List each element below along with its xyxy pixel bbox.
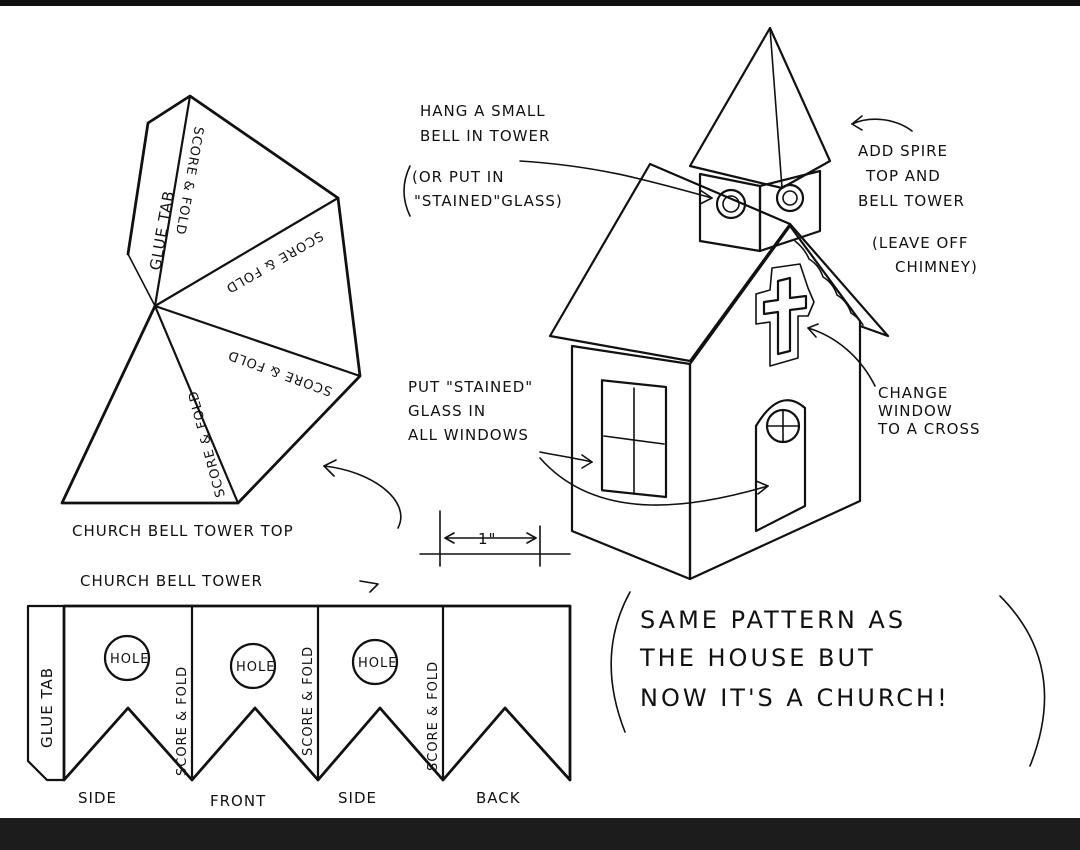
dimension-arrow-left (444, 532, 455, 544)
bell-tower-score-fold-1: SCORE & FOLD (175, 666, 190, 776)
spire-edge (769, 27, 783, 189)
note-paren-left (610, 591, 631, 733)
put-stained-line-3: ALL WINDOWS (408, 426, 529, 444)
hole-label-3: HOLE (358, 656, 397, 671)
viewer-bottom-bar (0, 818, 1080, 850)
tower-top-score-fold-3: SCORE & FOLD (226, 347, 335, 399)
note-line-3: NOW IT'S A CHURCH! (640, 684, 950, 712)
put-stained-arrow-2 (539, 457, 769, 506)
belfry-side (758, 169, 822, 253)
change-window-line-2: WINDOW (878, 402, 953, 420)
hole-front (229, 642, 277, 690)
front-wall (688, 224, 862, 581)
dimension-marker: 1" (419, 510, 571, 567)
panel-label-side-1: SIDE (78, 789, 117, 807)
panel-label-side-2: SIDE (338, 789, 377, 807)
leave-off-line-2: CHIMNEY) (895, 258, 978, 276)
hang-bell-arrow (519, 160, 713, 199)
put-stained-line-1: PUT "STAINED" (408, 378, 533, 396)
stained-line-1: (OR PUT IN (412, 168, 504, 186)
hang-bell-line-2: BELL IN TOWER (420, 127, 550, 145)
put-stained-arrowhead-1 (581, 454, 593, 469)
stained-line-2: "STAINED"GLASS) (414, 192, 563, 210)
change-window-arrowhead (807, 323, 819, 338)
stained-paren-left (403, 165, 411, 217)
add-spire-line-2: TOP AND (865, 167, 941, 185)
add-spire-line-3: BELL TOWER (858, 192, 965, 210)
side-window-mullion-h (603, 435, 665, 445)
fold-line-4 (153, 304, 240, 505)
fold-line-1 (153, 94, 192, 308)
bell-tower-caption-arrow (359, 580, 379, 593)
front-door (754, 399, 807, 533)
note-line-1: SAME PATTERN AS (640, 606, 906, 634)
bell-tower-outline (62, 604, 572, 782)
hang-bell-arrowhead (699, 189, 713, 205)
roof-front-gable (788, 222, 890, 338)
add-spire-arrowhead (851, 115, 863, 131)
fold-line-3 (153, 304, 362, 378)
hole-side-2 (351, 638, 399, 686)
panel-label-back: BACK (476, 789, 521, 807)
glue-tab-outline (26, 604, 66, 782)
tower-top-pattern: GLUE TAB SCORE & FOLD SCORE & FOLD SCORE… (60, 94, 402, 540)
roof-scallop-trim (794, 240, 864, 326)
add-spire-line-1: ADD SPIRE (858, 142, 948, 160)
tower-top-caption: CHURCH BELL TOWER TOP (72, 522, 294, 540)
bell-tower-score-fold-3: SCORE & FOLD (426, 661, 441, 771)
hole-side-1 (103, 634, 151, 682)
belfry-opening-left-inner (722, 195, 740, 213)
add-spire-arrow (851, 118, 913, 132)
cross-window (762, 276, 808, 356)
tower-top-curved-arrow (323, 465, 402, 529)
tower-top-outline (60, 94, 362, 505)
annotations: HANG A SMALL BELL IN TOWER (OR PUT IN "S… (403, 102, 1046, 767)
leave-off-line-1: (LEAVE OFF (872, 234, 969, 252)
put-stained-arrow-1 (539, 451, 593, 463)
drawing-sheet: GLUE TAB SCORE & FOLD SCORE & FOLD SCORE… (0, 6, 1080, 818)
hang-bell-line-1: HANG A SMALL (420, 102, 546, 120)
belfry-opening-right-inner (782, 190, 798, 206)
hole-label-1: HOLE (110, 652, 149, 667)
spire (688, 26, 832, 190)
cross-window-frame (755, 263, 815, 367)
tower-top-score-fold-1: SCORE & FOLD (172, 125, 206, 236)
tower-top-score-fold-2: SCORE & FOLD (223, 228, 326, 296)
hole-label-2: HOLE (236, 660, 275, 675)
panel-label-front: FRONT (210, 792, 266, 810)
tower-top-arrowhead (323, 459, 337, 477)
put-stained-arrowhead-2 (755, 480, 769, 495)
church-illustration (548, 26, 890, 581)
bell-tower-pattern: CHURCH BELL TOWER HOLE HOLE HOLE GLUE TA… (26, 572, 572, 810)
fold-line-2 (153, 196, 340, 308)
change-window-line-3: TO A CROSS (877, 420, 981, 438)
note-paren-right (999, 595, 1046, 767)
roof-left-slope (548, 162, 792, 363)
change-window-line-1: CHANGE (878, 384, 948, 402)
dimension-label: 1" (478, 530, 496, 548)
dimension-arrow-right (526, 532, 537, 544)
bell-tower-score-fold-2: SCORE & FOLD (301, 646, 316, 756)
tower-top-score-fold-4: SCORE & FOLD (186, 389, 229, 499)
note-line-2: THE HOUSE BUT (639, 644, 876, 672)
church-pattern-diagram: GLUE TAB SCORE & FOLD SCORE & FOLD SCORE… (26, 26, 1046, 810)
bell-tower-caption: CHURCH BELL TOWER (80, 572, 263, 590)
put-stained-line-2: GLASS IN (408, 402, 486, 420)
bell-tower-glue-tab-label: GLUE TAB (38, 667, 56, 748)
belfry-opening-right (775, 183, 805, 213)
glue-tab-line (127, 253, 156, 307)
change-window-arrow (807, 327, 876, 387)
